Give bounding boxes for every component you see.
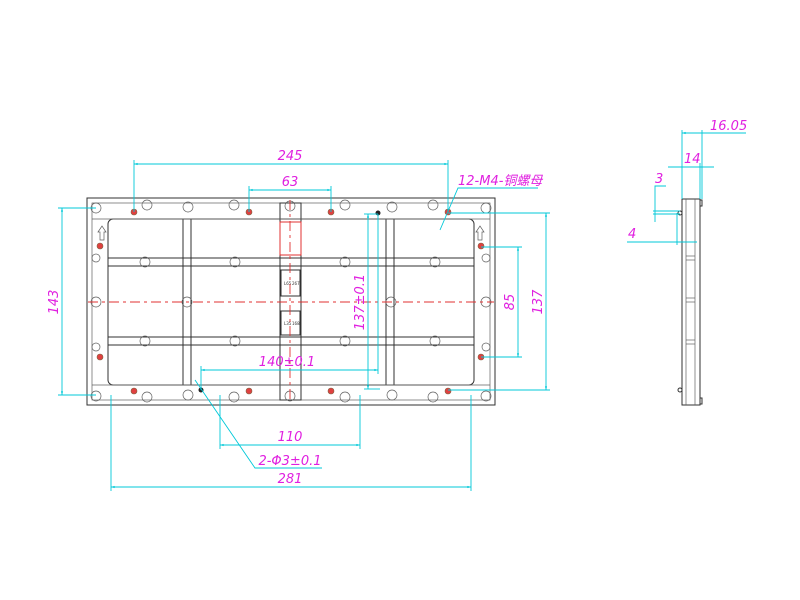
side-view-dimensions: 16.05 14 3 4 [627, 119, 747, 245]
screw-bosses [90, 199, 492, 403]
side-view [677, 198, 703, 406]
dim-281: 281 [278, 472, 303, 487]
dim-14: 14 [684, 152, 701, 167]
pin-callout: 2-Φ3±0.1 [258, 454, 321, 469]
dim-137-hole: 137±0.1 [353, 274, 368, 330]
center-label: L65 [284, 281, 292, 286]
nut-callout: 12-M4-铜螺母 [458, 174, 543, 189]
dim-85: 85 [503, 294, 518, 311]
dim-245: 245 [278, 149, 303, 164]
front-view-dimensions: 245 63 12-M4-铜螺母 143 137 85 137±0.1 140±… [47, 149, 550, 491]
center-label: L35 [284, 321, 292, 326]
center-label: 168 [292, 321, 300, 326]
dim-140-hole: 140±0.1 [259, 355, 315, 370]
dim-4: 4 [628, 227, 636, 242]
dim-63: 63 [282, 175, 299, 190]
m4-nuts [96, 208, 485, 395]
dim-16-05: 16.05 [710, 119, 747, 134]
dim-137: 137 [531, 289, 546, 315]
dim-143: 143 [47, 290, 62, 315]
front-view-panel: L65 267 L35 168 [86, 197, 496, 406]
dim-110: 110 [278, 430, 303, 445]
dim-3: 3 [655, 172, 663, 187]
center-label: 267 [292, 281, 300, 286]
